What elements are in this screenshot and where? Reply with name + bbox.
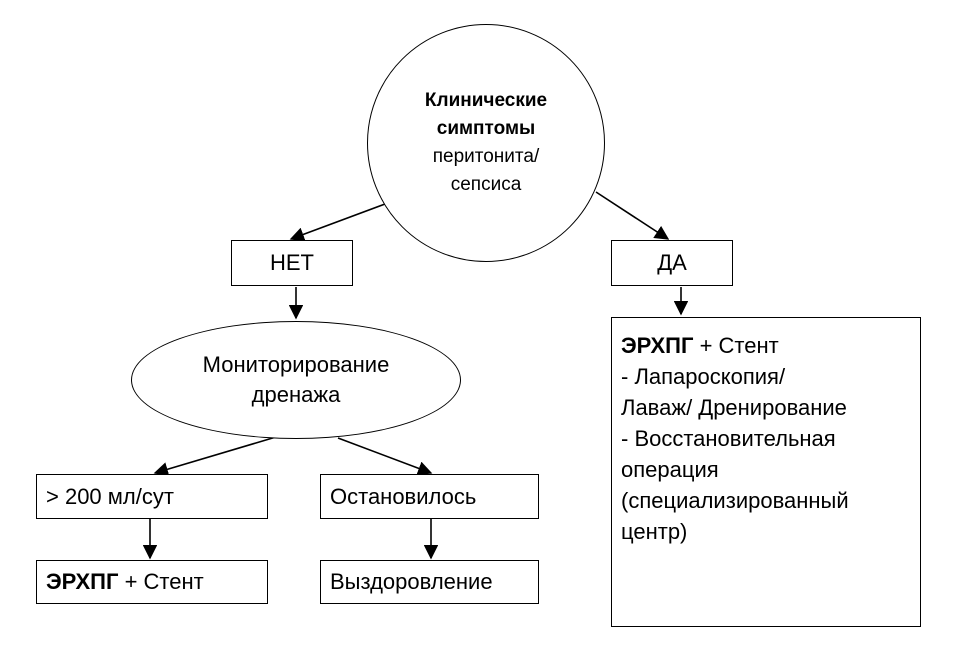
ercp-rest: + Стент bbox=[118, 569, 204, 594]
treatment-line-7: центр) bbox=[621, 519, 688, 544]
treatment-line-2: - Лапароскопия/ bbox=[621, 364, 786, 389]
high-output-label: > 200 мл/сут bbox=[46, 483, 174, 509]
stopped-node: Остановилось bbox=[320, 474, 539, 519]
treatment-line-1: ЭРХПГ + Стент bbox=[621, 330, 920, 361]
root-node-clinical-symptoms: Клинические симптомы перитонита/ сепсиса bbox=[367, 24, 605, 262]
no-node: НЕТ bbox=[231, 240, 353, 286]
arrow-monitor-to-stopped bbox=[337, 437, 433, 476]
recovery-label: Выздоровление bbox=[330, 569, 493, 594]
treatment-line-5: операция bbox=[621, 457, 719, 482]
ercp-bold: ЭРХПГ bbox=[46, 569, 119, 594]
monitor-line-1: Мониторирование bbox=[202, 352, 390, 377]
root-line-4: сепсиса bbox=[450, 174, 522, 195]
treatment-line-6: (специализированный bbox=[621, 488, 849, 513]
yes-node: ДА bbox=[611, 240, 733, 286]
root-line-3: перитонита/ bbox=[432, 146, 540, 167]
recovery-node: Выздоровление bbox=[320, 560, 539, 604]
treatment-rest: + Стент bbox=[693, 333, 779, 358]
arrow-root-to-no bbox=[289, 203, 386, 242]
high-output-node: > 200 мл/сут bbox=[36, 474, 268, 519]
arrow-monitor-to-high-output bbox=[153, 436, 277, 477]
arrow-root-to-yes bbox=[595, 191, 670, 240]
ercp-stent-node: ЭРХПГ + Стент bbox=[36, 560, 268, 604]
treatment-bold: ЭРХПГ bbox=[621, 333, 694, 358]
stopped-label: Остановилось bbox=[330, 483, 477, 509]
treatment-line-4: - Восстановительная bbox=[621, 426, 836, 451]
treatment-line-3: Лаваж/ Дренирование bbox=[621, 395, 847, 420]
root-line-1: Клинические bbox=[424, 90, 548, 111]
root-line-2: симптомы bbox=[436, 118, 536, 139]
yes-label: ДА bbox=[657, 250, 687, 275]
drain-monitoring-node: Мониторирование дренажа bbox=[131, 321, 461, 439]
no-label: НЕТ bbox=[270, 250, 314, 275]
monitor-line-2: дренажа bbox=[251, 382, 341, 407]
treatment-node: ЭРХПГ + Стент - Лапароскопия/ Лаваж/ Дре… bbox=[611, 317, 921, 627]
